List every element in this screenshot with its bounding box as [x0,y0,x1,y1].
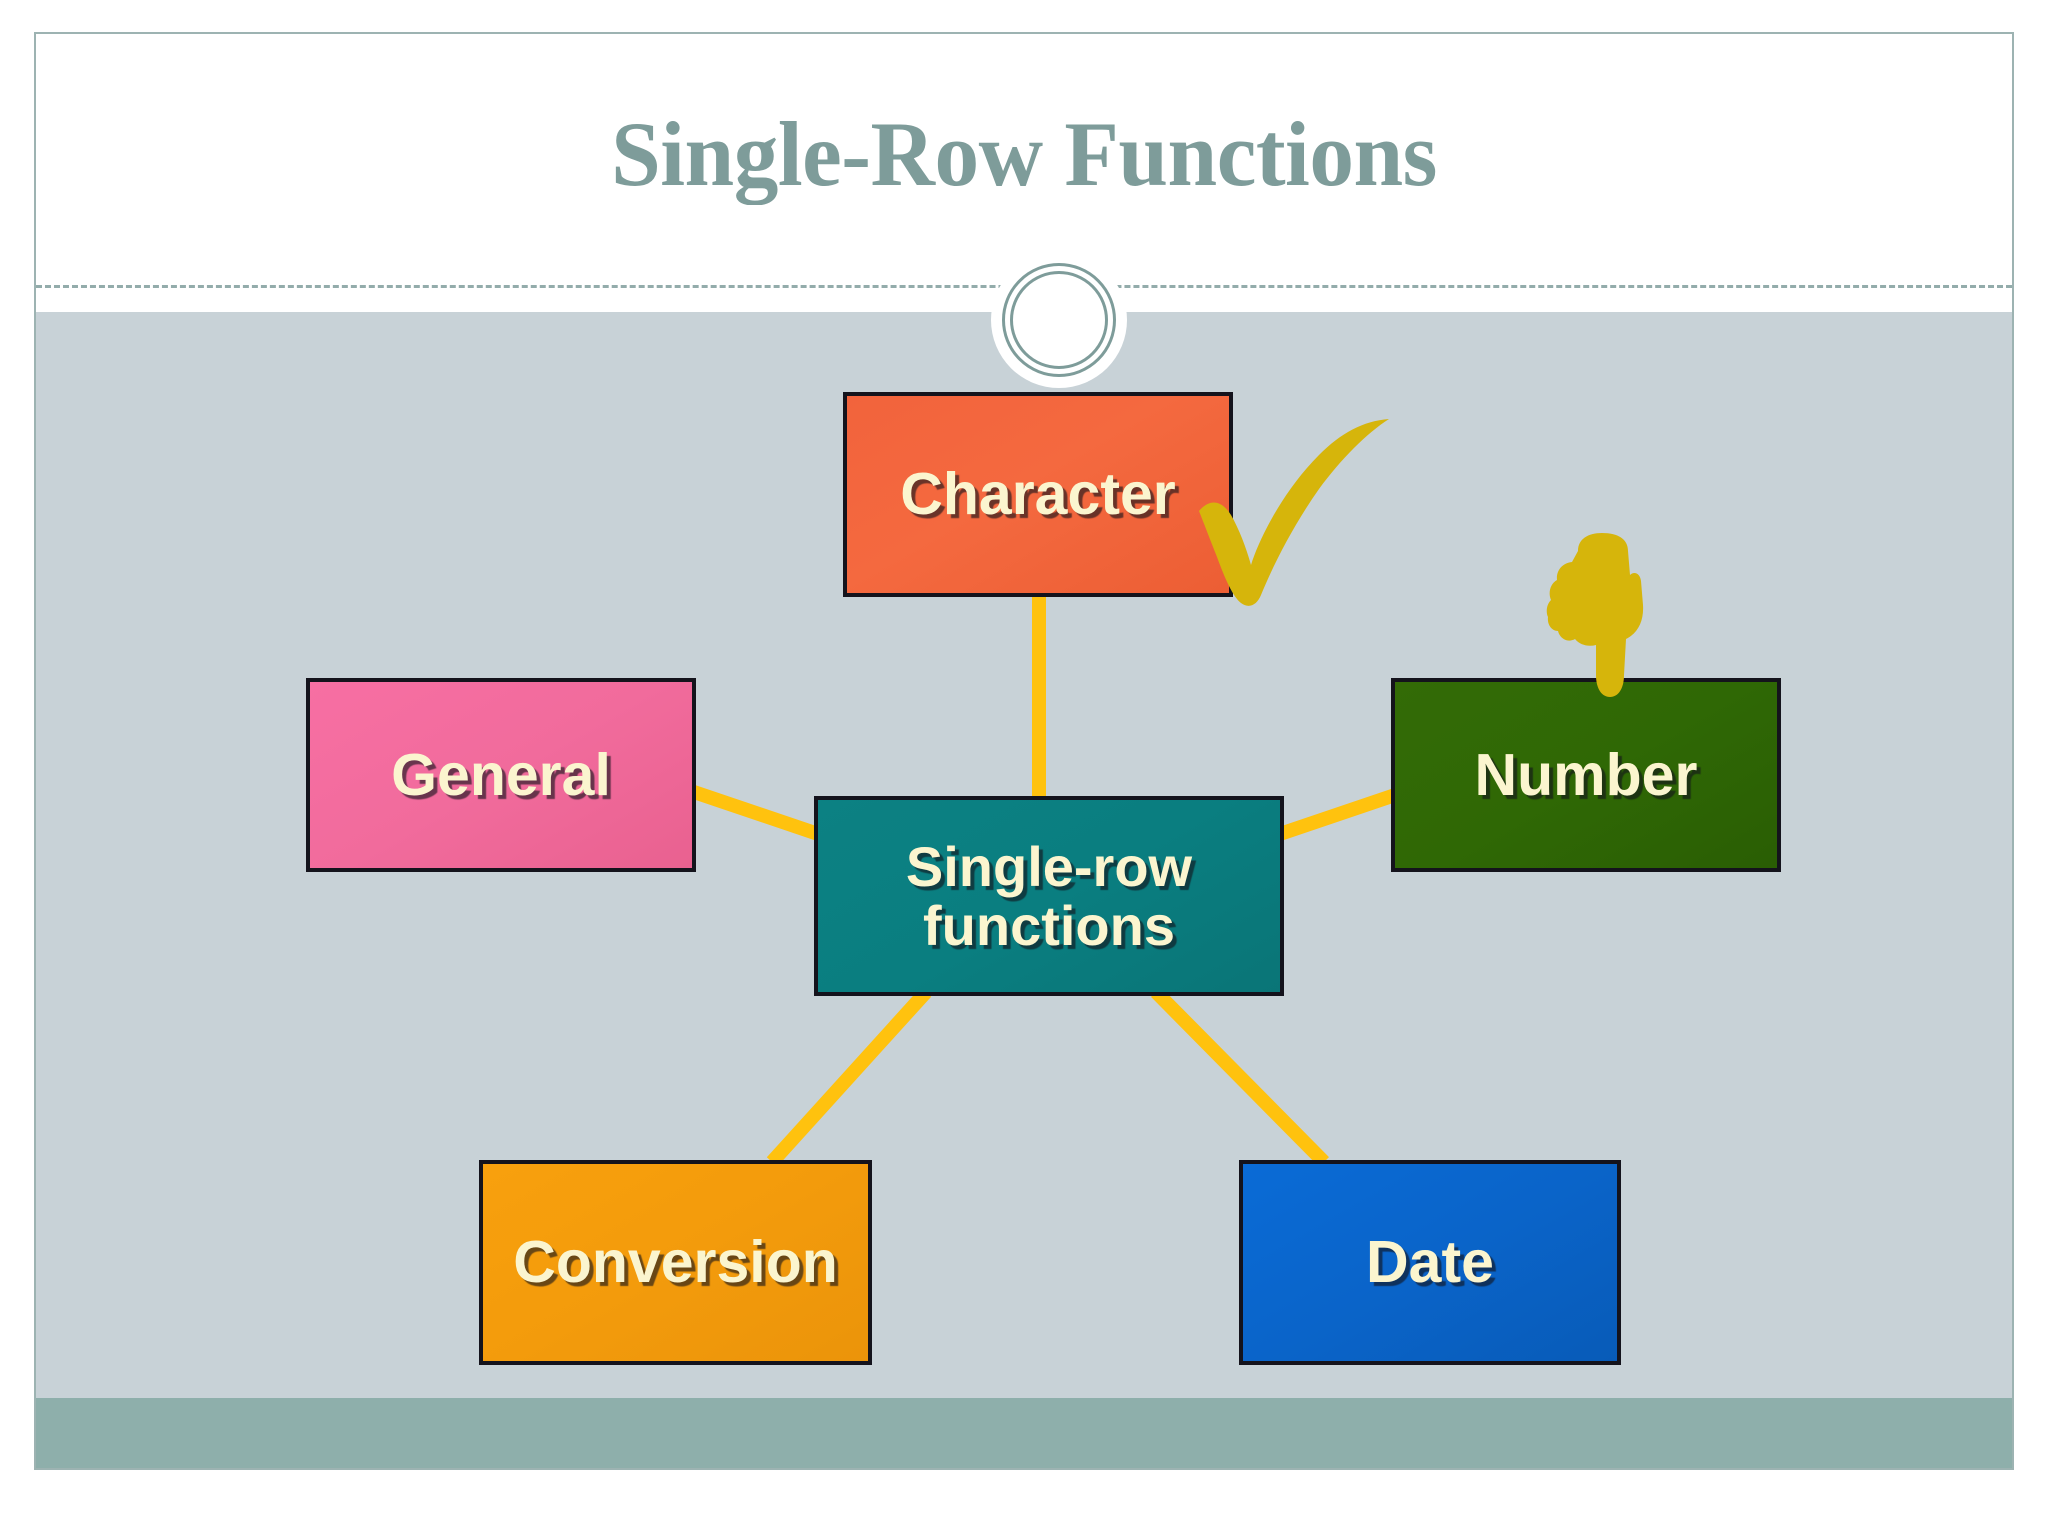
slide-content-area [36,312,2012,1402]
circle-ring-inner [1010,271,1108,369]
circle-ring-outer [1002,263,1116,377]
footer-band [36,1398,2012,1468]
slide: Single-Row Functions Character [34,32,2014,1470]
double-ring-circle-icon [991,252,1127,388]
page-title: Single-Row Functions [611,103,1437,205]
